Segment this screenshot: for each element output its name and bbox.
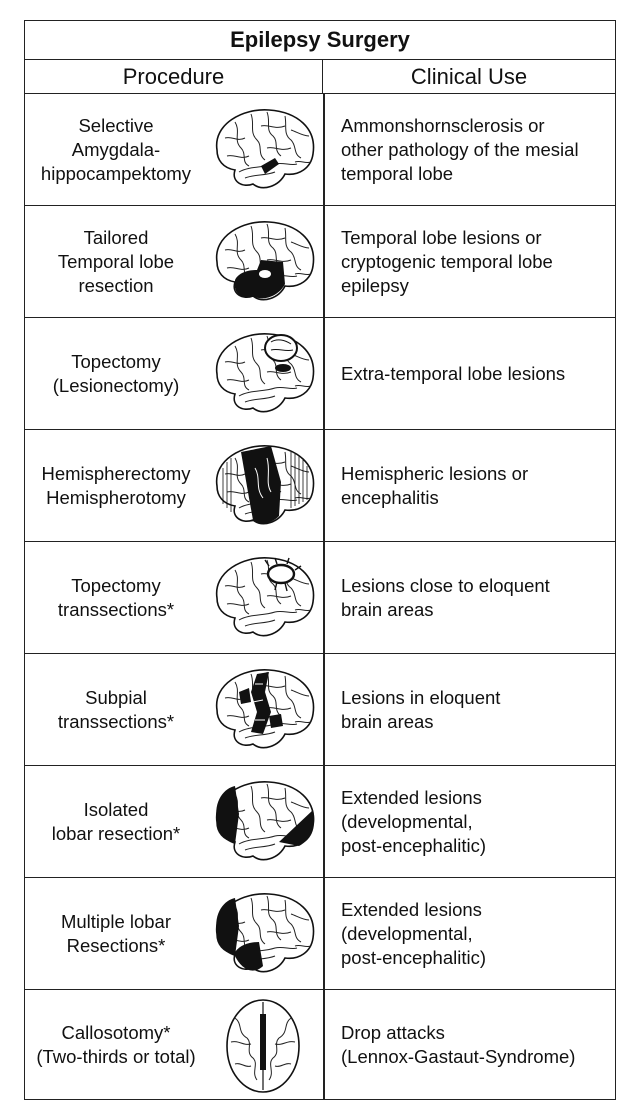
procedure-cell: Selective Amygdala- hippocampektomy xyxy=(40,114,192,184)
brain-temporal-resection-icon xyxy=(205,214,321,310)
clinical-use-cell: Ammonshornsclerosis or other pathology o… xyxy=(341,114,579,184)
column-divider xyxy=(323,318,325,429)
column-divider xyxy=(323,878,325,989)
procedure-cell: Callosotomy* (Two-thirds or total) xyxy=(36,1021,196,1067)
brain-hemispherectomy-icon xyxy=(205,438,321,534)
clinical-use-cell: Drop attacks (Lennox-Gastaut-Syndrome) xyxy=(341,1021,576,1067)
epilepsy-surgery-table: Epilepsy Surgery Procedure Clinical Use … xyxy=(24,20,616,1100)
table-row: Tailored Temporal lobe resection Tempora… xyxy=(25,206,615,318)
brain-subpial-transsection-icon xyxy=(205,662,321,758)
procedure-cell: Tailored Temporal lobe resection xyxy=(57,226,175,296)
procedure-cell: Hemispherectomy Hemispherotomy xyxy=(41,462,191,508)
procedure-cell: Subpial transsections* xyxy=(57,686,175,732)
column-divider xyxy=(323,94,325,205)
column-divider xyxy=(323,990,325,1099)
table-body: Selective Amygdala- hippocampektomy Ammo… xyxy=(25,94,615,1099)
header-procedure: Procedure xyxy=(25,59,323,94)
clinical-use-cell: Extended lesions (developmental, post-en… xyxy=(341,898,486,968)
column-divider xyxy=(323,654,325,765)
table-row: Topectomy transsections* Lesions close t… xyxy=(25,542,615,654)
table-row: Selective Amygdala- hippocampektomy Ammo… xyxy=(25,94,615,206)
clinical-use-cell: Lesions in eloquent brain areas xyxy=(341,686,501,732)
procedure-cell: Multiple lobar Resections* xyxy=(60,910,172,956)
brain-amygdala-icon xyxy=(205,102,321,198)
table-row: Hemispherectomy Hemispherotomy Hemispher… xyxy=(25,430,615,542)
table-row: Multiple lobar Resections* Extended lesi… xyxy=(25,878,615,990)
procedure-cell: Isolated lobar resection* xyxy=(51,798,181,844)
column-divider xyxy=(323,542,325,653)
clinical-use-cell: Temporal lobe lesions or cryptogenic tem… xyxy=(341,226,553,296)
table-title: Epilepsy Surgery xyxy=(25,21,615,60)
table-row: Topectomy (Lesionectomy) Extra-temporal … xyxy=(25,318,615,430)
brain-topectomy-transsection-icon xyxy=(205,550,321,646)
clinical-use-cell: Extra-temporal lobe lesions xyxy=(341,362,566,384)
column-divider xyxy=(323,766,325,877)
column-divider xyxy=(323,430,325,541)
clinical-use-cell: Extended lesions (developmental, post-en… xyxy=(341,786,486,856)
brain-topectomy-icon xyxy=(205,326,321,422)
table-row: Callosotomy* (Two-thirds or total) Drop … xyxy=(25,990,615,1099)
brain-callosotomy-icon xyxy=(205,998,321,1094)
procedure-cell: Topectomy (Lesionectomy) xyxy=(52,350,180,396)
procedure-cell: Topectomy transsections* xyxy=(57,574,175,620)
clinical-use-cell: Lesions close to eloquent brain areas xyxy=(341,574,550,620)
clinical-use-cell: Hemispheric lesions or encephalitis xyxy=(341,462,529,508)
header-clinical-use: Clinical Use xyxy=(323,59,615,94)
brain-isolated-lobar-icon xyxy=(205,774,321,870)
brain-multiple-lobar-icon xyxy=(205,886,321,982)
table-row: Subpial transsections* Lesions in eloque… xyxy=(25,654,615,766)
table-row: Isolated lobar resection* Extended lesio… xyxy=(25,766,615,878)
column-divider xyxy=(323,206,325,317)
